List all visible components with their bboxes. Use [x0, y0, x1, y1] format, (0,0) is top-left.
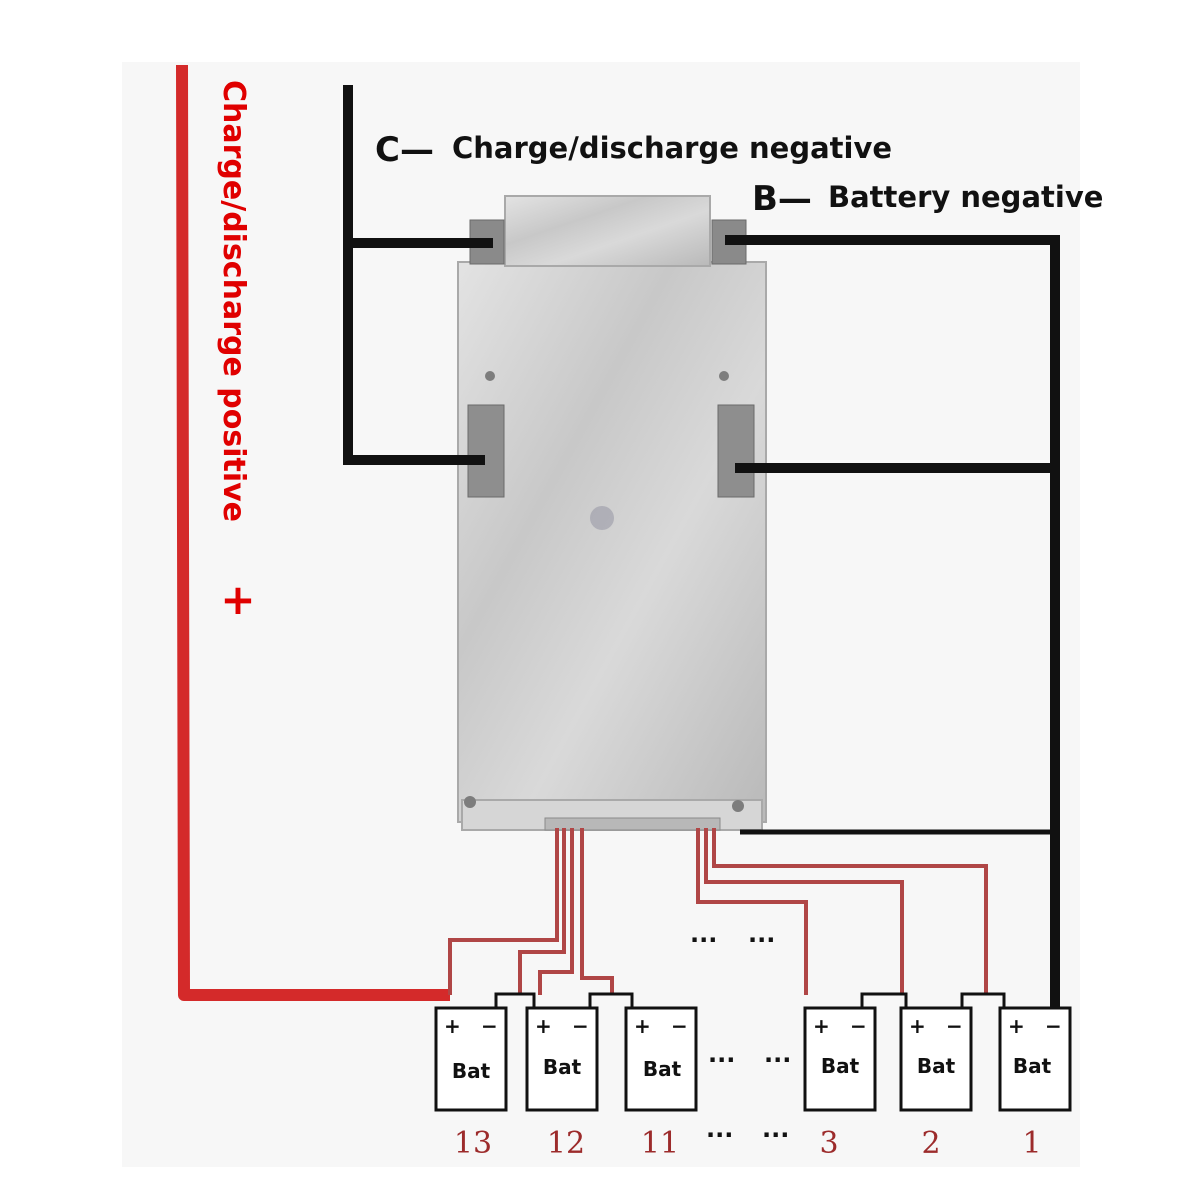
battery-number: 3	[819, 1126, 838, 1161]
protection-board	[457, 195, 767, 831]
ellipsis-bottom: ···	[706, 1121, 733, 1149]
positive-wire	[176, 64, 450, 1001]
screw-hole	[485, 371, 495, 381]
board-body	[457, 261, 767, 823]
minus-sign: −	[671, 1014, 688, 1038]
balance-wire	[448, 828, 559, 995]
battery-body	[803, 1006, 877, 1112]
plus-sign: +	[634, 1014, 651, 1038]
battery-number: 12	[547, 1126, 585, 1161]
battery-links	[494, 992, 1006, 1008]
battery-cell: + − Bat	[525, 1006, 599, 1112]
ellipsis-top: ···	[748, 926, 775, 954]
balance-wires	[448, 828, 988, 995]
battery-label: Bat	[452, 1059, 491, 1083]
battery-cell: + − Bat	[998, 1006, 1072, 1112]
minus-sign: −	[481, 1014, 498, 1038]
battery-label: Bat	[643, 1057, 682, 1081]
balance-wire	[518, 828, 566, 995]
battery-cell: + − Bat	[624, 1006, 698, 1112]
plus-sign: +	[1008, 1014, 1025, 1038]
battery-body	[998, 1006, 1072, 1112]
battery-label: Bat	[543, 1055, 582, 1079]
c-negative-wiring	[343, 85, 493, 465]
balance-connector	[544, 817, 721, 831]
board-top-plate	[504, 195, 711, 267]
battery-cell: + − Bat	[899, 1006, 973, 1112]
battery-body	[434, 1006, 508, 1112]
board-blemish	[590, 506, 614, 530]
minus-sign: −	[850, 1014, 867, 1038]
b-negative-wiring	[725, 235, 1060, 1008]
plus-sign: +	[444, 1014, 461, 1038]
plus-sign: +	[535, 1014, 552, 1038]
pad-mid-right	[717, 404, 755, 498]
ellipsis-top: ···	[690, 926, 717, 954]
battery-body	[624, 1006, 698, 1112]
battery-link	[494, 992, 536, 1008]
balance-wire	[712, 828, 988, 995]
balance-wire	[580, 828, 614, 995]
b-negative-marker: B—	[752, 179, 812, 219]
ellipsis-mid: ···	[764, 1046, 791, 1074]
screw-hole	[464, 796, 476, 808]
screw-hole	[719, 371, 729, 381]
positive-vertical-label: Charge/discharge positive	[216, 80, 251, 522]
battery-link	[860, 992, 908, 1008]
battery-number: 13	[454, 1126, 492, 1161]
battery-label: Bat	[1013, 1054, 1052, 1078]
b-negative-label: Battery negative	[828, 180, 1103, 214]
pad-mid-left	[467, 404, 505, 498]
battery-number: 2	[921, 1126, 940, 1161]
c-negative-marker: C—	[375, 130, 434, 170]
battery-number: 11	[641, 1126, 679, 1161]
battery-label: Bat	[917, 1054, 956, 1078]
minus-sign: −	[1045, 1014, 1062, 1038]
battery-number: 1	[1022, 1126, 1041, 1161]
ellipsis-bottom: ···	[762, 1121, 789, 1149]
battery-cell: + − Bat	[434, 1006, 508, 1112]
minus-sign: −	[946, 1014, 963, 1038]
minus-sign: −	[572, 1014, 589, 1038]
ellipsis-mid: ···	[708, 1046, 735, 1074]
positive-symbol: +	[220, 575, 255, 624]
battery-label: Bat	[821, 1054, 860, 1078]
c-negative-label: Charge/discharge negative	[452, 131, 892, 165]
balance-wire	[696, 828, 808, 995]
plus-sign: +	[909, 1014, 926, 1038]
balance-wire	[538, 828, 574, 995]
battery-link	[588, 992, 634, 1008]
battery-cell: + − Bat	[803, 1006, 877, 1112]
battery-link	[960, 992, 1006, 1008]
balance-wire	[704, 828, 904, 995]
plus-sign: +	[813, 1014, 830, 1038]
screw-hole	[732, 800, 744, 812]
battery-body	[899, 1006, 973, 1112]
battery-body	[525, 1006, 599, 1112]
